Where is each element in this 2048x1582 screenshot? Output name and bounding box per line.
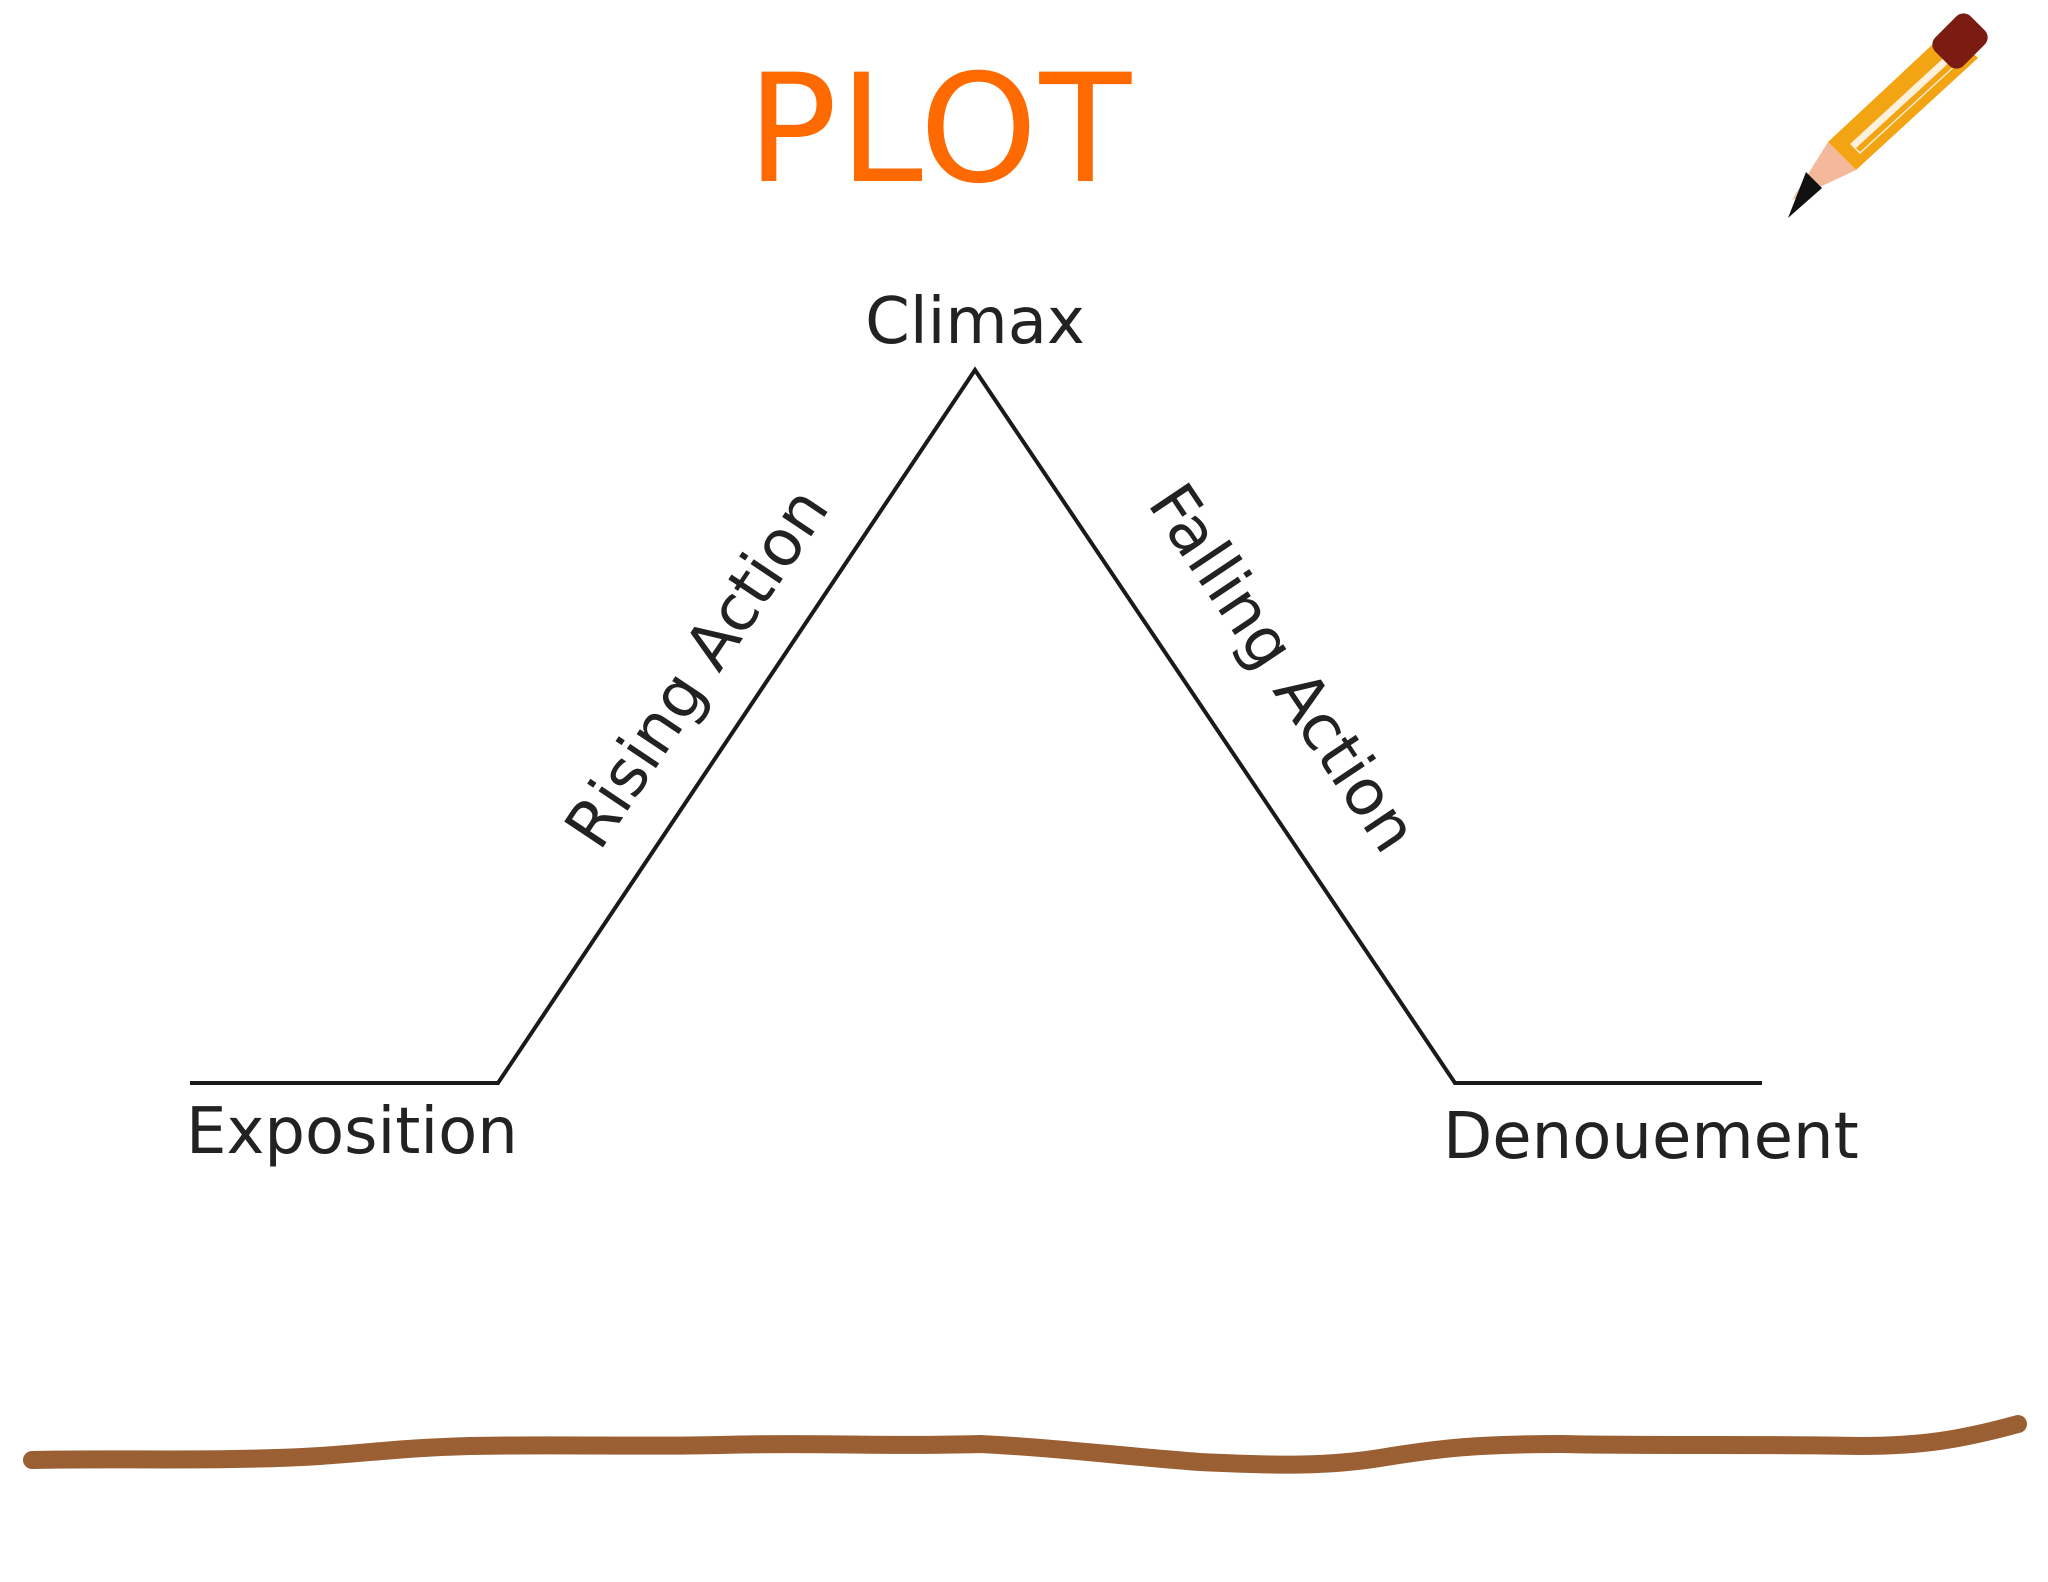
pencil-icon xyxy=(1788,13,1988,218)
pencil-eraser xyxy=(1932,13,1988,69)
climax-label: Climax xyxy=(865,285,1085,359)
plot-line xyxy=(190,366,1762,1085)
pencil-graphite xyxy=(1788,172,1822,218)
pencil-stripe-inner xyxy=(1856,60,1956,152)
exposition-label: Exposition xyxy=(186,1095,518,1169)
pencil-shape xyxy=(1788,13,1988,218)
ground-line xyxy=(23,1415,2027,1474)
page-title: PLOT xyxy=(746,43,1134,217)
rising-action-label: Rising Action xyxy=(551,475,844,861)
denouement-label: Denouement xyxy=(1443,1100,1859,1174)
